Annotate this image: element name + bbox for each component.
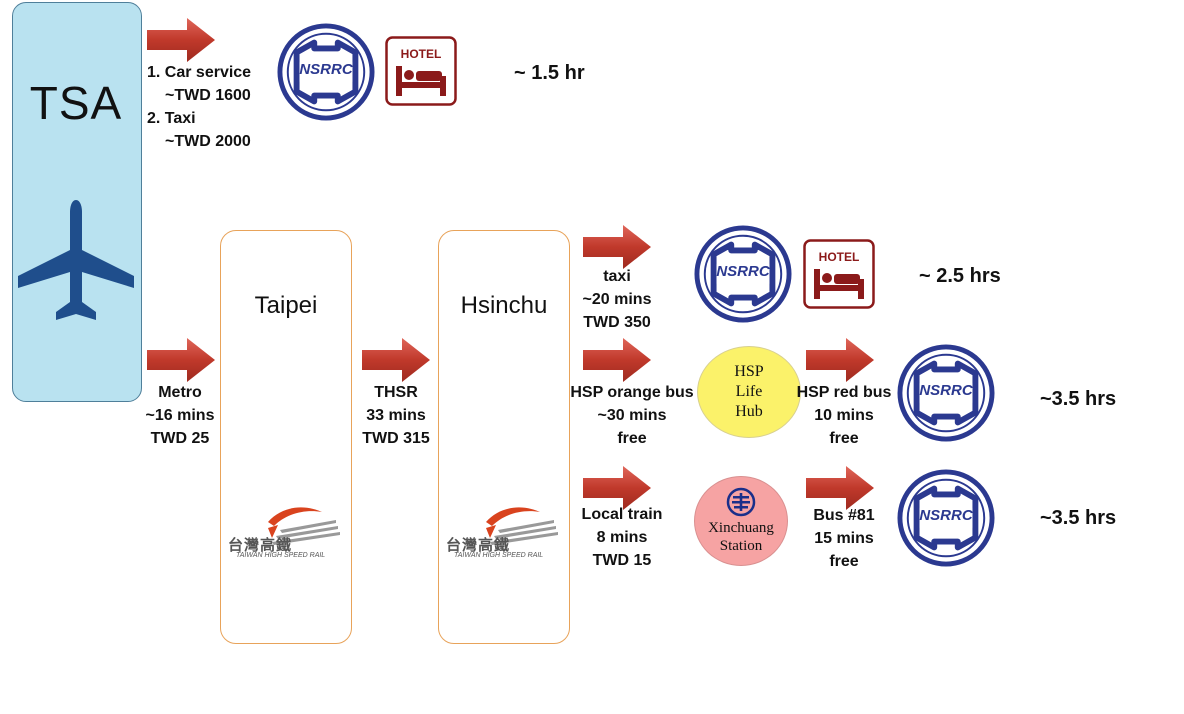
city-name-hsinchu: Hsinchu	[460, 292, 548, 319]
orange-bus-time: ~30 mins	[597, 407, 667, 424]
hotel-label: HOTEL	[400, 47, 442, 61]
hsr-logo-english: TAIWAN HIGH SPEED RAIL	[236, 552, 326, 559]
metro-cost: TWD 25	[150, 430, 210, 447]
nsrrc-logo-text: NSRRC	[919, 507, 973, 524]
local-train-caption: Local train 8 mins TWD 15	[572, 503, 672, 572]
orange-bus-cost: free	[617, 430, 647, 447]
arrow-right-icon	[583, 225, 651, 269]
arrow-right-icon	[583, 338, 651, 382]
duration-bus: ~3.5 hrs	[1040, 388, 1117, 410]
airplane-icon	[18, 200, 134, 320]
station-line-2: Station	[719, 538, 763, 554]
city-taipei	[220, 230, 352, 644]
arrow-right-icon	[147, 338, 215, 382]
duration-taxi: ~ 2.5 hrs	[919, 265, 1001, 287]
metro-caption: Metro ~16 mins TWD 25	[140, 381, 220, 450]
hub-line-2: Life	[735, 383, 763, 400]
taxi-cost: TWD 350	[583, 314, 651, 331]
orange-bus-mode: HSP orange bus	[570, 384, 694, 401]
orange-bus-caption: HSP orange bus ~30 mins free	[567, 381, 697, 450]
thsr-cost: TWD 315	[362, 430, 430, 447]
option-car-service: 1. Car service	[147, 64, 252, 81]
hsr-logo: 台灣高鐵 TAIWAN HIGH SPEED RAIL	[442, 498, 562, 568]
metro-mode: Metro	[158, 384, 202, 401]
city-hsinchu	[438, 230, 570, 644]
bus81-cost: free	[829, 553, 859, 570]
option-car-price: ~TWD 1600	[165, 87, 251, 104]
xinchuang-station: Xinchuang Station	[694, 476, 788, 566]
nsrrc-logo: NSRRC	[277, 23, 375, 121]
metro-time: ~16 mins	[145, 407, 215, 424]
hsr-logo-chinese: 台灣高鐵	[228, 537, 293, 554]
nsrrc-logo: NSRRC	[694, 225, 792, 323]
city-name-taipei: Taipei	[254, 292, 318, 319]
nsrrc-logo-text: NSRRC	[919, 382, 973, 399]
red-bus-caption: HSP red bus 10 mins free	[792, 381, 896, 450]
taxi-caption: taxi ~20 mins TWD 350	[572, 265, 662, 334]
arrow-right-icon	[362, 338, 430, 382]
hotel-icon: HOTEL	[385, 36, 457, 106]
hotel-label: HOTEL	[818, 250, 860, 264]
thsr-caption: THSR 33 mins TWD 315	[356, 381, 436, 450]
duration-car-taxi: ~ 1.5 hr	[514, 62, 585, 84]
hub-line-1: HSP	[734, 363, 764, 380]
hsp-life-hub: HSP Life Hub	[697, 346, 801, 438]
train-mode: Local train	[581, 506, 663, 523]
train-cost: TWD 15	[592, 552, 652, 569]
duration-train: ~3.5 hrs	[1040, 507, 1117, 529]
hsr-logo-chinese: 台灣高鐵	[446, 537, 511, 554]
hsr-logo: 台灣高鐵 TAIWAN HIGH SPEED RAIL	[224, 498, 344, 568]
thsr-mode: THSR	[374, 384, 418, 401]
arrow-right-icon	[806, 338, 874, 382]
hotel-icon: HOTEL	[803, 239, 875, 309]
nsrrc-logo-text: NSRRC	[716, 263, 770, 280]
taxi-mode: taxi	[603, 268, 631, 285]
bus81-time: 15 mins	[814, 530, 874, 547]
option-taxi-price: ~TWD 2000	[165, 133, 251, 150]
nsrrc-logo: NSRRC	[897, 344, 995, 442]
bus81-mode: Bus #81	[813, 507, 875, 524]
car-taxi-options: 1. Car service ~TWD 1600 2. Taxi ~TWD 20…	[147, 61, 251, 153]
nsrrc-logo: NSRRC	[897, 469, 995, 567]
thsr-time: 33 mins	[366, 407, 426, 424]
red-bus-cost: free	[829, 430, 859, 447]
airport-name: TSA	[29, 77, 123, 129]
nsrrc-logo-text: NSRRC	[299, 61, 353, 78]
bus81-caption: Bus #81 15 mins free	[796, 504, 892, 573]
train-time: 8 mins	[596, 529, 648, 546]
station-line-1: Xinchuang	[708, 520, 774, 536]
red-bus-time: 10 mins	[814, 407, 874, 424]
arrow-right-icon	[147, 18, 215, 62]
hsr-logo-english: TAIWAN HIGH SPEED RAIL	[454, 552, 544, 559]
hub-line-3: Hub	[735, 403, 763, 420]
red-bus-mode: HSP red bus	[796, 384, 892, 401]
option-taxi: 2. Taxi	[147, 110, 196, 127]
taxi-time: ~20 mins	[582, 291, 652, 308]
taiwan-railway-icon	[726, 487, 756, 517]
